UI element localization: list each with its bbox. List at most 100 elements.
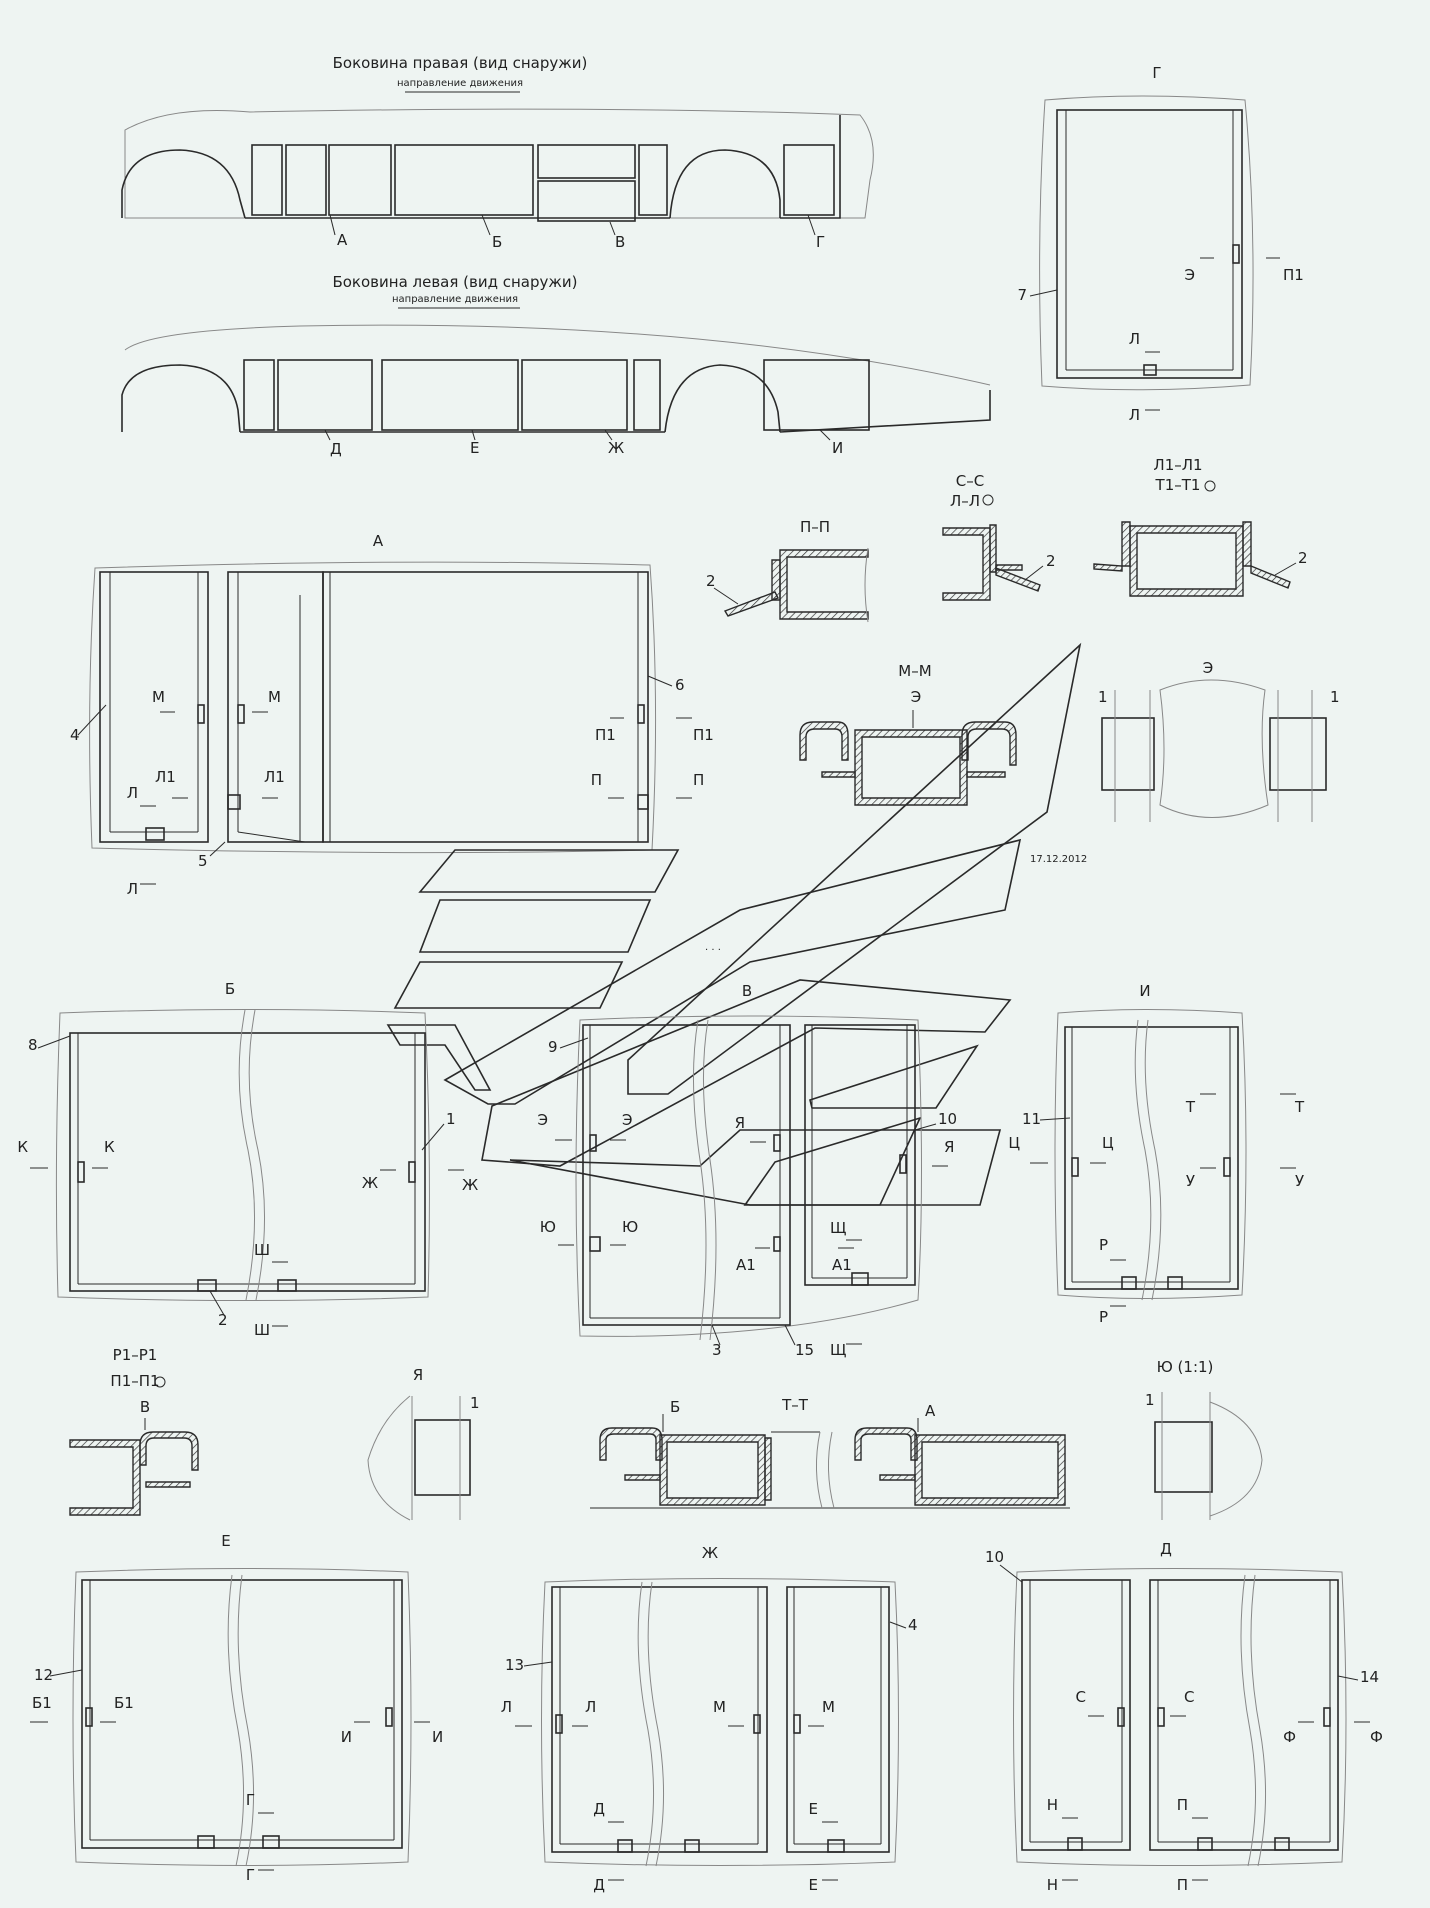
view-g: Г 7 Э П1 Л Л xyxy=(1017,64,1303,424)
mark-p1-a: П1 xyxy=(595,726,616,744)
view-ya: Я 1 xyxy=(367,1366,480,1521)
callout-e: Е xyxy=(470,439,479,457)
mark-r1: Р xyxy=(1099,1236,1108,1254)
part-14: 14 xyxy=(1360,1668,1379,1686)
mark-zh2: Ж xyxy=(462,1176,478,1194)
mark-a1-left: А1 xyxy=(736,1256,756,1274)
view-zh: Ж 13 4 Л Л М М Д Д Е Е xyxy=(501,1544,918,1894)
mark-s1: С xyxy=(1076,1688,1086,1706)
view-d: Д 10 14 С С Ф Ф Н Н П П xyxy=(985,1540,1383,1894)
mark-ya1: Я xyxy=(735,1114,745,1132)
mark-l-a: Л xyxy=(127,784,138,802)
mark-l-a2: Л xyxy=(127,880,138,898)
section-ss-title: С–С xyxy=(956,472,984,490)
view-ee-title: Э xyxy=(1203,659,1213,677)
mark-l-zh2: Л xyxy=(585,1698,596,1716)
section-ss-part: 2 xyxy=(1046,552,1056,570)
view-yu: Ю (1:1) 1 xyxy=(1145,1358,1263,1520)
view-e-title: Е xyxy=(221,1532,230,1550)
section-l1-sub: Т1–Т1 xyxy=(1155,476,1201,494)
mark-l1b: Л1 xyxy=(264,768,285,786)
date-stamp: 17.12.2012 xyxy=(1030,854,1087,865)
section-r1-mark: В xyxy=(140,1398,150,1416)
callout-zh: Ж xyxy=(608,439,624,457)
left-side-title: Боковина левая (вид снаружи) xyxy=(332,273,577,291)
mark-l1a: Л1 xyxy=(155,768,176,786)
section-r1: Р1–Р1 П1–П1 В xyxy=(69,1346,199,1516)
mark-u2: У xyxy=(1295,1172,1304,1190)
callout-b: Б xyxy=(492,233,502,251)
part-5: 5 xyxy=(198,852,208,870)
mark-n1: Н xyxy=(1047,1796,1058,1814)
part-10-v: 10 xyxy=(938,1110,957,1128)
callout-v: В xyxy=(615,233,625,251)
mark-d1: Д xyxy=(593,1800,605,1818)
mark-t2: Т xyxy=(1294,1098,1305,1116)
mark-g2: Г xyxy=(246,1866,255,1884)
mark-e1: Е xyxy=(809,1800,818,1818)
view-a-title: А xyxy=(373,532,384,550)
mark-shch2: Щ xyxy=(830,1341,846,1359)
view-b: Б 8 1 2 К К Ж Ж Ш Ш xyxy=(17,980,478,1339)
part-7: 7 xyxy=(1017,286,1027,304)
callout-i: И xyxy=(832,439,843,457)
callout-a: А xyxy=(337,231,348,249)
view-i-title: И xyxy=(1139,982,1150,1000)
mark-yu2: Ю xyxy=(622,1218,638,1236)
mark-b1-left: Б1 xyxy=(32,1694,52,1712)
right-side-direction: направление движения xyxy=(397,78,523,89)
part-3: 3 xyxy=(712,1341,722,1359)
mark-a1-right: А1 xyxy=(832,1256,852,1274)
section-mm-mark: Э xyxy=(911,688,921,706)
part-9: 9 xyxy=(548,1038,558,1056)
mark-p-d1: П xyxy=(1177,1796,1188,1814)
mark-ee2: Э xyxy=(622,1111,632,1129)
mark-e2: Е xyxy=(809,1876,818,1894)
section-mm: М–М Э xyxy=(799,662,1017,806)
mark-yu1: Ю xyxy=(540,1218,556,1236)
view-ee-part-right: 1 xyxy=(1330,688,1340,706)
view-zh-title: Ж xyxy=(702,1544,718,1562)
mark-l-bot: Л xyxy=(1129,406,1140,424)
view-d-title: Д xyxy=(1160,1540,1172,1558)
part-15: 15 xyxy=(795,1341,814,1359)
mark-p1-a2: П1 xyxy=(693,726,714,744)
section-tt-title: Т–Т xyxy=(781,1396,809,1414)
mark-f1: Ф xyxy=(1283,1728,1296,1746)
logo xyxy=(386,642,1082,1206)
mark-ee1: Э xyxy=(538,1111,548,1129)
left-side-panel: Боковина левая (вид снаружи) направление… xyxy=(121,273,991,458)
mark-p1: Э xyxy=(1185,266,1195,284)
view-ya-part: 1 xyxy=(470,1394,480,1412)
right-side-title: Боковина правая (вид снаружи) xyxy=(333,54,588,72)
mark-k1: К xyxy=(17,1138,28,1156)
mark-b1-right: Б1 xyxy=(114,1694,134,1712)
view-a: А 4 6 5 М М Л1 Л1 Л Л П1 П1 П П xyxy=(70,532,714,898)
mark-l-top: Л xyxy=(1129,330,1140,348)
part-2-b: 2 xyxy=(218,1311,228,1329)
mark-m1: М xyxy=(152,688,165,706)
left-side-direction: направление движения xyxy=(392,294,518,305)
mark-p1b: П1 xyxy=(1283,266,1304,284)
callout-d: Д xyxy=(330,440,342,458)
mark-p-d2: П xyxy=(1177,1876,1188,1894)
part-1-b: 1 xyxy=(446,1110,456,1128)
mark-r2: Р xyxy=(1099,1308,1108,1326)
section-r1-sub: П1–П1 xyxy=(110,1372,159,1390)
dots: · · · xyxy=(705,945,721,956)
callout-g: Г xyxy=(816,233,825,251)
mark-u1: У xyxy=(1186,1172,1195,1190)
part-13: 13 xyxy=(505,1656,524,1674)
view-e: Е 12 Б1 Б1 И И Г Г xyxy=(30,1532,443,1884)
mark-sh2: Ш xyxy=(254,1321,270,1339)
section-tt-mark-b: Б xyxy=(670,1398,680,1416)
mark-zh1: Ж xyxy=(362,1174,378,1192)
mark-m-zh2: М xyxy=(822,1698,835,1716)
mark-ts2: Ц xyxy=(1102,1134,1114,1152)
section-ss-sub: Л–Л xyxy=(950,492,980,510)
section-l1-title: Л1–Л1 xyxy=(1153,456,1202,474)
mark-s2: С xyxy=(1184,1688,1194,1706)
section-l1-part: 2 xyxy=(1298,549,1308,567)
part-4-zh: 4 xyxy=(908,1616,918,1634)
